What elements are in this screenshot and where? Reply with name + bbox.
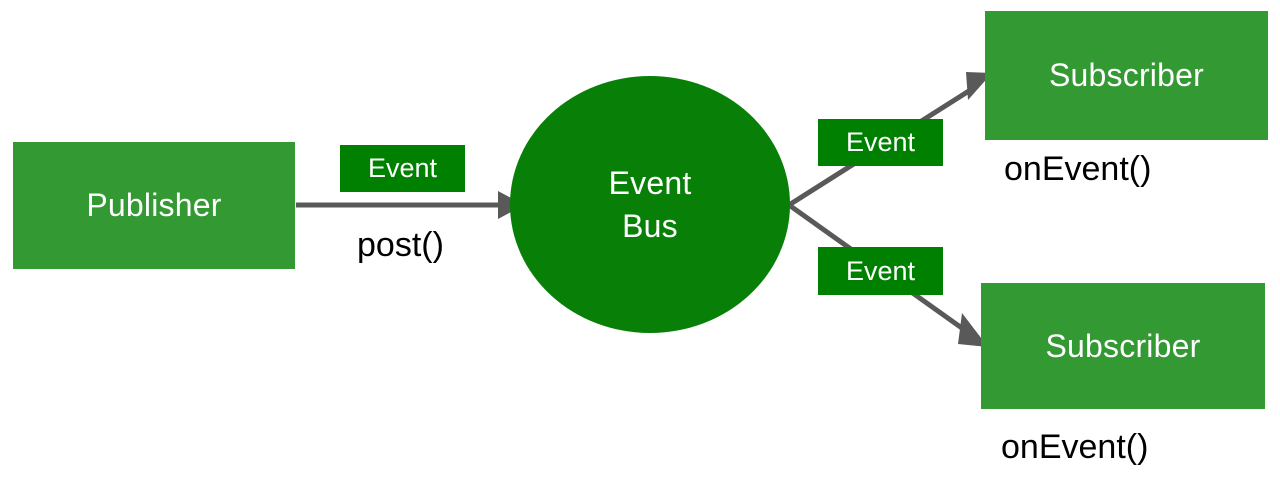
node-event-bus[interactable]: Event Bus xyxy=(510,76,790,333)
node-subscriber-top-label: Subscriber xyxy=(1049,57,1204,93)
edge-publisher-to-bus xyxy=(296,191,524,219)
node-subscriber-top[interactable]: Subscriber xyxy=(985,11,1268,140)
edge-pill-bus-to-subscriber-top-label: Event xyxy=(845,127,916,157)
node-publisher[interactable]: Publisher xyxy=(13,142,295,269)
node-event-bus-label-line1: Event xyxy=(608,165,692,202)
edge-pill-bus-to-subscriber-top: Event xyxy=(818,119,943,166)
edge-pill-publisher-to-bus-label: Event xyxy=(367,153,438,183)
edge-label-post: post() xyxy=(357,226,444,264)
edge-label-onevent-top: onEvent() xyxy=(1004,150,1152,188)
node-publisher-label: Publisher xyxy=(86,187,222,223)
node-event-bus-label-line2: Bus xyxy=(622,207,678,244)
edge-pill-bus-to-subscriber-bottom: Event xyxy=(818,247,943,295)
node-subscriber-bottom[interactable]: Subscriber xyxy=(981,283,1265,409)
node-subscriber-bottom-label: Subscriber xyxy=(1045,327,1201,364)
edge-pill-bus-to-subscriber-bottom-label: Event xyxy=(845,255,916,286)
edge-pill-publisher-to-bus: Event xyxy=(340,145,465,192)
edge-label-onevent-bottom: onEvent() xyxy=(1001,428,1149,466)
